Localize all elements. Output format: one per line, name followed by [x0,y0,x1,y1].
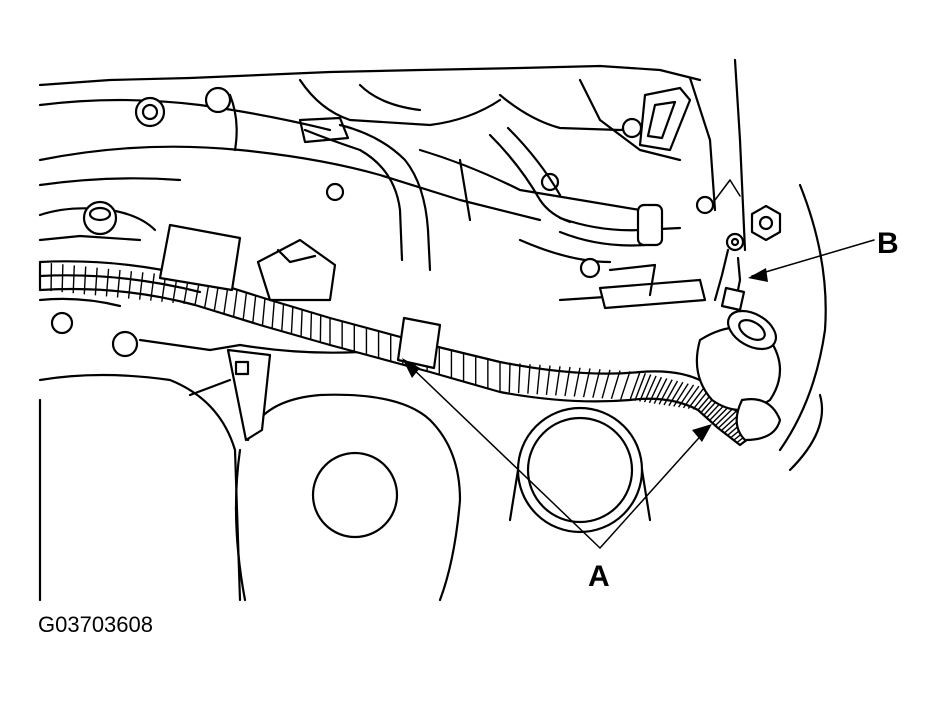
harness-rib [311,312,312,339]
harness-rib [509,363,510,393]
terminal-nut [752,206,780,240]
upper-hoses [300,118,680,270]
filter-cap [510,408,650,532]
callout-label-b: B [877,227,899,261]
engine-bolts [52,88,713,356]
figure-id: G03703608 [38,612,153,638]
injector-connector [640,88,690,150]
callout-label-a: A [588,560,610,594]
ground-wire [715,234,744,310]
harness-rib [62,264,63,292]
harness-bracket [190,350,270,440]
